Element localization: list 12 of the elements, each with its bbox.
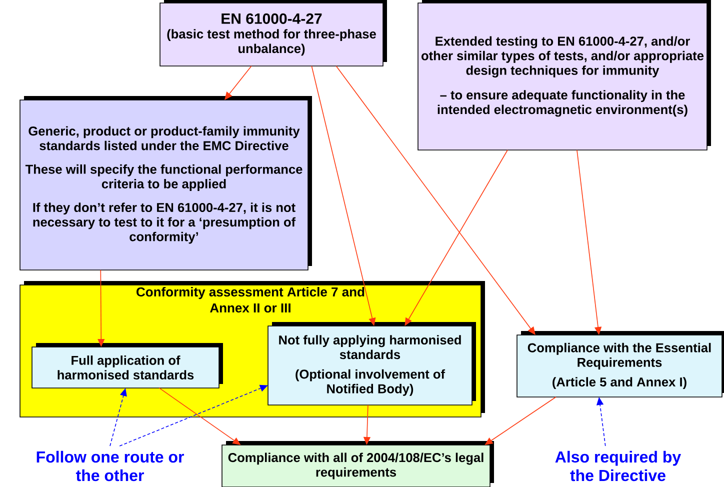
- text-box: Not fully applying harmonised standards (Optional involvement of Notified Body): [268, 322, 476, 406]
- text-box: Extended testing to EN 61000-4-27, and/or other similar types of tests, and/or appropriate design techniques for immunity – to ensure adequate functionality in the intended electromagnetic environment(s): [418, 0, 711, 150]
- note-text: Also required by the Directive: [555, 450, 682, 482]
- text-box: Compliance with all of 2004/108/EC’s legal requirements: [222, 440, 494, 487]
- text-box: EN 61000-4-27 (basic test method for three-phase unbalance): [160, 0, 387, 66]
- text-box: Generic, product or product-family immunity standards listed under the EMC Directive These will specify the functional performance criteria to be applied If they don’t refer to EN 61000-4-27, it is not necessary to test to it for a ‘presumption of conformity’: [20, 96, 312, 270]
- text-box: Full application of harmonised standards: [32, 342, 223, 388]
- arrow: [336, 66, 536, 335]
- text-box: Compliance with the Essential Requirements (Article 5 and Annex I): [516, 331, 724, 398]
- arrow: [224, 66, 252, 100]
- arrow: [404, 150, 508, 326]
- note-text: Follow one route or the other: [36, 450, 184, 482]
